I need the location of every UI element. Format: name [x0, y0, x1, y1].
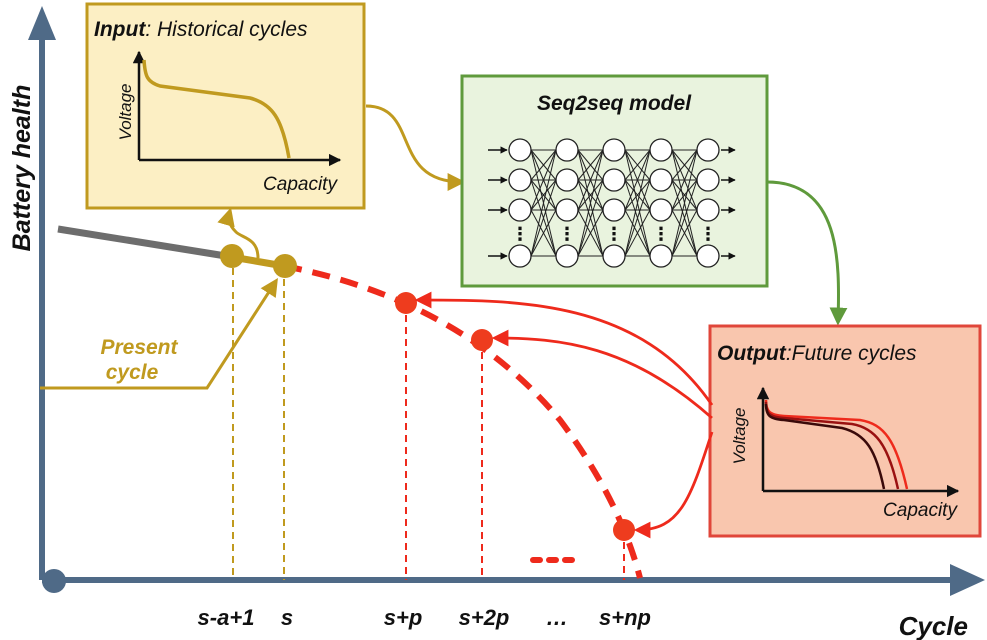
y-axis-arrowhead	[28, 6, 56, 40]
nn-connection	[577, 179, 604, 257]
input-mini-ylabel: Voltage	[116, 83, 135, 140]
nn-connection	[577, 149, 604, 211]
arrow-to-s-plus-2p	[491, 329, 713, 420]
nn-connection	[624, 179, 651, 211]
point-s-plus-p	[395, 292, 417, 314]
nn-connection	[577, 149, 604, 181]
nn-connection	[530, 149, 557, 181]
nn-connection	[671, 179, 698, 211]
output-to-points-arrows	[414, 291, 714, 539]
nn-connection	[671, 149, 698, 181]
nn-node	[555, 138, 579, 162]
input-box-title: Input: Historical cycles	[94, 18, 308, 41]
history-to-input-arrow	[217, 207, 260, 259]
nn-connection	[671, 179, 698, 257]
axis-origin-dot	[42, 569, 66, 593]
nn-connection	[577, 149, 604, 257]
output-mini-xlabel: Capacity	[883, 500, 958, 521]
tick-label-s: s	[281, 605, 293, 630]
arrow-to-s-plus-np	[633, 431, 714, 539]
nn-node	[696, 198, 720, 222]
nn-connection	[530, 209, 557, 257]
nn-connection	[624, 209, 651, 257]
nn-connection	[671, 149, 698, 211]
output-box-title: Output:Future cycles	[717, 342, 917, 365]
tick-label-s-plus-np: s+np	[599, 605, 651, 630]
output-box-frame	[708, 324, 982, 538]
point-s-a-plus-1	[220, 244, 244, 268]
nn-node	[602, 138, 626, 162]
nn-connection	[624, 149, 651, 257]
input-voltage-curve	[142, 59, 291, 159]
nn-ellipsis: ⋮	[558, 224, 576, 244]
tick-guides	[232, 256, 625, 580]
nn-connection	[624, 149, 651, 211]
nn-connection	[671, 209, 698, 257]
nn-node	[555, 198, 579, 222]
future-prediction-curve	[283, 263, 643, 579]
x-axis-arrowhead	[950, 564, 985, 596]
tick-label-s-plus-p: s+p	[384, 605, 423, 630]
nn-node	[602, 168, 626, 192]
nn-node	[508, 138, 532, 162]
nn-node	[696, 138, 720, 162]
model-box-title: Seq2seq model	[537, 92, 692, 115]
nn-node	[649, 138, 673, 162]
x-axis-label: Cycle	[899, 611, 968, 640]
present-cycle-pointer	[40, 277, 278, 390]
x-tick-labels: s-a+1 s s+p s+2p … s+np	[198, 605, 651, 630]
tick-label-s-a-plus-1: s-a+1	[198, 605, 255, 630]
nn-connection	[577, 209, 604, 257]
nn-node	[508, 168, 532, 192]
nn-node	[602, 244, 626, 268]
nn-connection	[530, 149, 557, 211]
nn-node	[555, 244, 579, 268]
arrow-to-s-plus-p	[414, 291, 714, 406]
nn-node	[555, 168, 579, 192]
output-mini-ylabel: Voltage	[730, 407, 749, 464]
nn-node	[649, 168, 673, 192]
nn-connection	[530, 179, 557, 211]
nn-node	[696, 168, 720, 192]
nn-ellipsis: ⋮	[511, 224, 529, 244]
tick-label-s-plus-2p: s+2p	[459, 605, 510, 630]
output-curve-3	[764, 403, 886, 490]
nn-connection	[530, 149, 557, 257]
point-s-plus-2p	[471, 329, 493, 351]
nn-connection	[624, 179, 651, 257]
nn-node	[508, 198, 532, 222]
nn-ellipsis: ⋮	[699, 224, 717, 244]
output-box: Output:Future cycles Voltage Capacity	[708, 324, 982, 538]
nn-ellipsis: ⋮	[652, 224, 670, 244]
nn-node	[602, 198, 626, 222]
model-to-output-arrow	[766, 180, 848, 326]
input-to-model-arrow	[365, 104, 466, 191]
nn-ellipsis: ⋮	[605, 224, 623, 244]
nn-node	[649, 198, 673, 222]
nn-connection	[624, 149, 651, 181]
y-axis-label: Battery health	[8, 85, 36, 252]
point-s	[273, 254, 297, 278]
neural-network-graphic: ⋮ ⋮ ⋮ ⋮ ⋮	[488, 138, 736, 268]
nn-node	[508, 244, 532, 268]
nn-node	[649, 244, 673, 268]
present-cycle-label-line2: cycle	[106, 361, 159, 384]
input-box: Input: Historical cycles Voltage Capacit…	[85, 2, 366, 210]
main-axes	[28, 6, 985, 596]
input-box-frame	[85, 2, 366, 210]
tick-label-ellipsis: …	[546, 605, 568, 630]
nn-connection	[530, 179, 557, 257]
model-box: Seq2seq model ⋮ ⋮ ⋮ ⋮ ⋮	[460, 74, 769, 288]
point-s-plus-np	[613, 519, 635, 541]
history-gray-line	[57, 225, 233, 261]
input-mini-xlabel: Capacity	[263, 174, 338, 195]
nn-node	[696, 244, 720, 268]
nn-connection	[577, 179, 604, 211]
nn-connection	[671, 149, 698, 257]
present-cycle-label-line1: Present	[100, 336, 178, 359]
